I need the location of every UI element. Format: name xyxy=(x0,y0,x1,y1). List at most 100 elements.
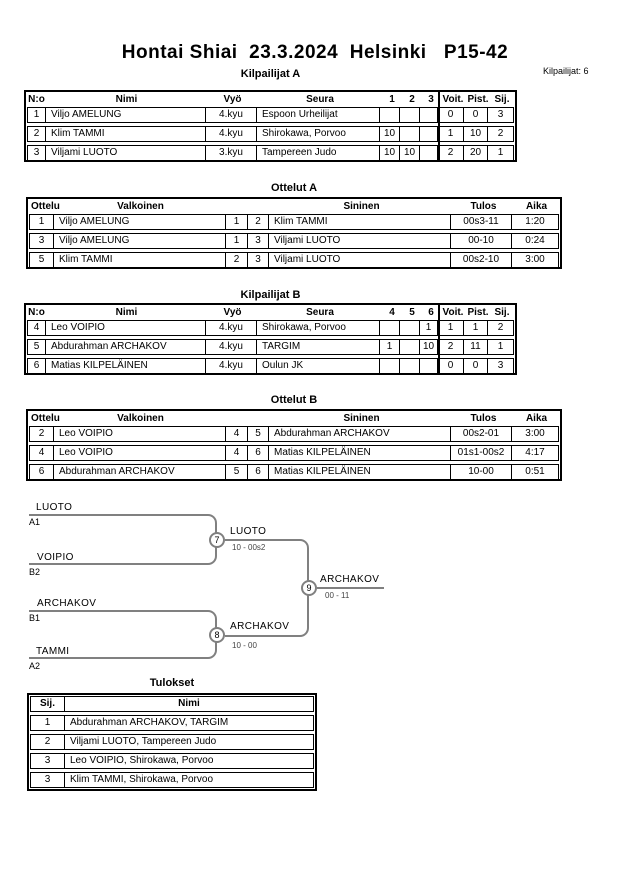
cell-wins: 0 xyxy=(438,359,464,373)
cell-name: Abdurahman ARCHAKOV, TARGIM xyxy=(70,717,229,728)
table-row: 6 Abdurahman ARCHAKOV 5 6 Matias KILPELÄ… xyxy=(29,464,559,480)
table-row: 3 Viljami LUOTO 3.kyu Tampereen Judo 10 … xyxy=(27,145,514,161)
cell-match-no: 4 xyxy=(30,446,54,460)
cell-r6: 10 xyxy=(420,340,438,354)
cell-white-no: 1 xyxy=(226,234,248,248)
cell-r3 xyxy=(420,146,438,160)
cell-time: 3:00 xyxy=(525,254,545,265)
cell-blue: Viljami LUOTO xyxy=(269,234,451,248)
cell-result: 00-10 xyxy=(451,234,512,248)
table-row: 4 Leo VOIPIO 4 6 Matias KILPELÄINEN 01s1… xyxy=(29,445,559,461)
cell-blue-no: 6 xyxy=(248,465,269,479)
cell-r2 xyxy=(400,108,420,122)
bracket-winner-name: ARCHAKOV xyxy=(320,574,380,585)
cell-name: Klim TAMMI, Shirokawa, Porvoo xyxy=(70,774,214,785)
bracket-slot-seed: B2 xyxy=(29,567,41,577)
bracket-slot-name: ARCHAKOV xyxy=(37,598,97,609)
table-row: 3 Viljo AMELUNG 1 3 Viljami LUOTO 00-10 … xyxy=(29,233,559,249)
cell-belt: 3.kyu xyxy=(206,146,257,160)
table-row: 5 Abdurahman ARCHAKOV 4.kyu TARGIM 1 10 … xyxy=(27,339,514,355)
table-row: 5 Klim TAMMI 2 3 Viljami LUOTO 00s2-10 3… xyxy=(29,252,559,268)
col-r3: 3 xyxy=(428,94,434,105)
cell-match-no: 3 xyxy=(30,234,54,248)
bracket-winner-line xyxy=(317,587,384,589)
cell-blue-no: 5 xyxy=(248,427,269,441)
cell-r2: 10 xyxy=(400,146,420,160)
col-belt: Vyö xyxy=(223,94,242,105)
results-table: Sij. Nimi 1 Abdurahman ARCHAKOV, TARGIM … xyxy=(27,693,317,791)
pool-b-title: Kilpailijat B xyxy=(240,289,301,301)
cell-no: 6 xyxy=(28,359,46,373)
cell-r6 xyxy=(420,359,438,373)
bracket-slot-name: LUOTO xyxy=(36,502,73,513)
cell-no: 4 xyxy=(28,321,46,335)
cell-white: Viljo AMELUNG xyxy=(54,234,226,248)
col-club: Seura xyxy=(306,307,334,318)
cell-name: Leo VOIPIO, Shirokawa, Porvoo xyxy=(70,755,214,766)
column-divider xyxy=(438,305,440,373)
matches-a-header: Ottelu Valkoinen Sininen Tulos Aika xyxy=(29,200,559,214)
cell-blue-no: 6 xyxy=(248,446,269,460)
table-row: 2 Leo VOIPIO 4 5 Abdurahman ARCHAKOV 00s… xyxy=(29,426,559,442)
cell-name: Klim TAMMI xyxy=(46,127,206,141)
cell-result: 00s2-01 xyxy=(451,427,512,441)
cell-match-no: 1 xyxy=(30,215,54,229)
cell-time: 3:00 xyxy=(525,428,545,439)
cell-place: 2 xyxy=(31,735,65,749)
col-r6: 6 xyxy=(428,307,434,318)
cell-match-no: 6 xyxy=(30,465,54,479)
cell-place: 1 xyxy=(497,147,504,158)
results-header: Sij. Nimi xyxy=(30,696,314,712)
col-points: Pist. xyxy=(467,307,489,318)
bracket-connector-semifinal-1 xyxy=(29,514,217,565)
cell-place: 1 xyxy=(497,341,504,352)
cell-place: 3 xyxy=(31,754,65,768)
pool-a-title: Kilpailijat A xyxy=(240,68,301,80)
col-blue: Sininen xyxy=(343,201,380,212)
col-result: Tulos xyxy=(470,413,497,424)
cell-name: Viljami LUOTO, Tampereen Judo xyxy=(70,736,217,747)
cell-result: 10-00 xyxy=(451,465,512,479)
cell-r1: 10 xyxy=(380,146,400,160)
bracket-slot-seed: A2 xyxy=(29,661,41,671)
matches-a-title: Ottelut A xyxy=(270,182,318,194)
results-title: Tulokset xyxy=(149,677,195,689)
col-r2: 2 xyxy=(409,94,415,105)
cell-white-no: 4 xyxy=(226,446,248,460)
cell-place: 2 xyxy=(497,128,504,139)
cell-club: Oulun JK xyxy=(257,359,380,373)
table-row: 2 Viljami LUOTO, Tampereen Judo xyxy=(30,734,314,750)
cell-r5 xyxy=(400,321,420,335)
col-place: Sij. xyxy=(494,94,510,105)
cell-r1 xyxy=(380,108,400,122)
pool-a-header: N:o Nimi Vyö Seura 1 2 3 Voit. Pist. Sij… xyxy=(27,93,514,107)
col-place: Sij. xyxy=(31,697,65,711)
cell-name: Abdurahman ARCHAKOV xyxy=(46,340,206,354)
col-place: Sij. xyxy=(494,307,510,318)
bracket-match-score: 10 - 00s2 xyxy=(232,543,266,552)
cell-blue: Viljami LUOTO xyxy=(269,253,451,267)
match-number-circle: 9 xyxy=(301,580,317,596)
col-points: Pist. xyxy=(467,94,489,105)
cell-blue: Abdurahman ARCHAKOV xyxy=(269,427,451,441)
cell-name: Viljo AMELUNG xyxy=(46,108,206,122)
cell-r5 xyxy=(400,340,420,354)
cell-name: Matias KILPELÄINEN xyxy=(46,359,206,373)
table-row: 4 Leo VOIPIO 4.kyu Shirokawa, Porvoo 1 1… xyxy=(27,320,514,336)
cell-belt: 4.kyu xyxy=(206,359,257,373)
cell-belt: 4.kyu xyxy=(206,127,257,141)
cell-time: 0:24 xyxy=(525,235,545,246)
cell-club: Shirokawa, Porvoo xyxy=(257,321,380,335)
col-blue: Sininen xyxy=(343,413,380,424)
cell-white-no: 1 xyxy=(226,215,248,229)
cell-white: Klim TAMMI xyxy=(54,253,226,267)
cell-match-no: 5 xyxy=(30,253,54,267)
cell-r2 xyxy=(400,127,420,141)
cell-belt: 4.kyu xyxy=(206,340,257,354)
cell-white: Leo VOIPIO xyxy=(54,446,226,460)
cell-place: 1 xyxy=(31,716,65,730)
cell-points: 10 xyxy=(464,127,488,141)
table-row: 3 Leo VOIPIO, Shirokawa, Porvoo xyxy=(30,753,314,769)
col-spacer xyxy=(227,200,270,214)
cell-points: 0 xyxy=(464,108,488,122)
